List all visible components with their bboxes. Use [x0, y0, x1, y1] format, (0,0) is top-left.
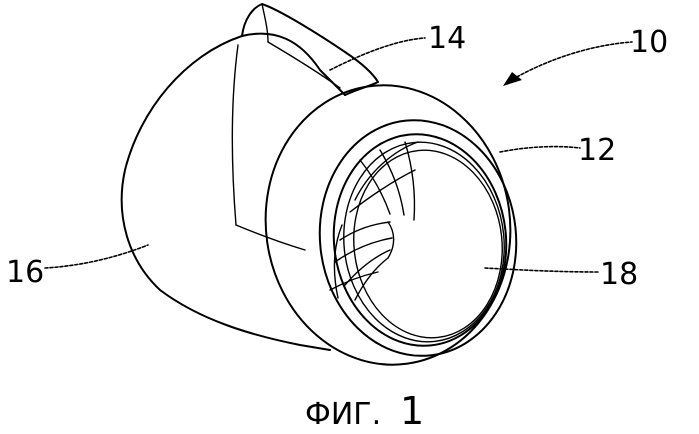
ref-label-12: 12: [578, 133, 616, 168]
inner-ring: [323, 126, 516, 355]
fin-outline: [242, 4, 378, 95]
ref-label-10: 10: [630, 25, 668, 60]
ref-label-18: 18: [600, 257, 638, 292]
figure-caption-number: 1: [400, 389, 424, 433]
body-outline: [122, 34, 345, 350]
front-rim: [248, 69, 529, 380]
ref-label-14: 14: [428, 21, 466, 56]
impeller-blades: [330, 142, 418, 300]
arrowhead: [503, 72, 522, 86]
ref-label-16: 16: [6, 255, 44, 290]
figure-caption-prefix: ФИГ.: [305, 397, 381, 432]
